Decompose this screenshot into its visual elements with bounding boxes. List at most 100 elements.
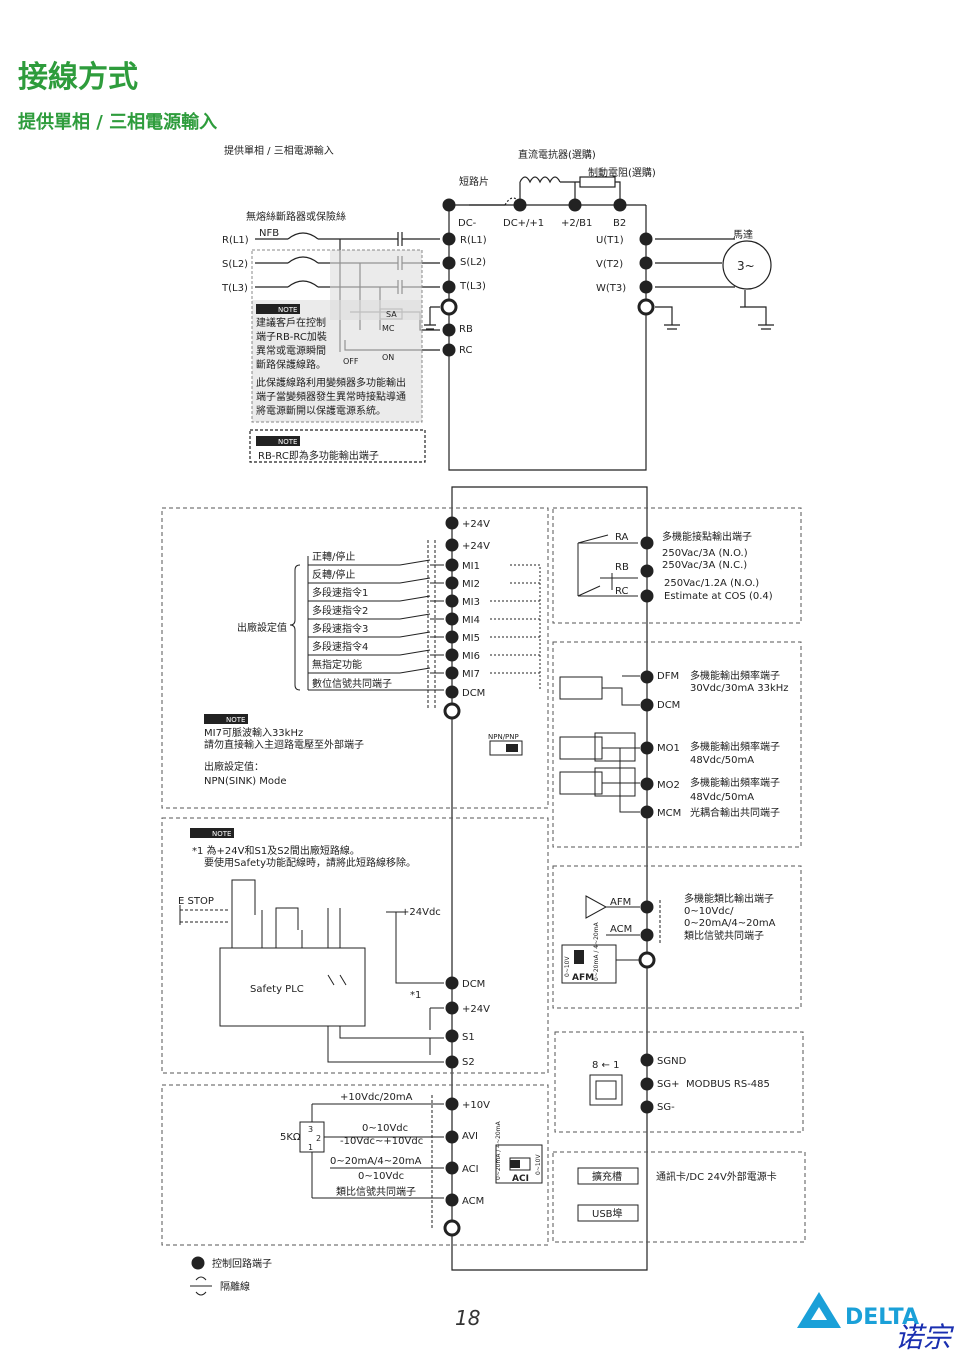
ain-term-aci: ACI (462, 1164, 479, 1175)
power-note-line-2: 端子RB-RC加裝 (256, 330, 327, 343)
factory-setting: 出廠設定值 (237, 621, 287, 634)
terminal-point (445, 576, 459, 590)
comm-sgn: SG- (657, 1102, 675, 1113)
terminal-point (445, 558, 459, 572)
func-1: 正轉/停止 (312, 550, 355, 563)
safety-note-1: *1 為+24V和S1及S2間出廠短路線。 (192, 844, 360, 857)
pulse-desc-2: 30Vdc/30mA 33kHz (690, 683, 789, 694)
func-3: 多段速指令1 (312, 586, 368, 599)
terminal-point (443, 702, 461, 720)
terminal-point (613, 198, 627, 212)
safety-term-s1: S1 (462, 1032, 475, 1043)
v24-label: +24Vdc (401, 907, 441, 918)
terminal-point (640, 741, 654, 755)
pot-label: 5KΩ (280, 1132, 301, 1143)
safety-term-dcm: DCM (462, 979, 485, 990)
term-rc: RC (459, 345, 472, 356)
pulse-desc-4: 48Vdc/50mA (690, 755, 754, 766)
nfb-label: NFB (259, 228, 279, 239)
terminal-point (640, 777, 654, 791)
terminal-point (513, 198, 527, 212)
relay-desc-4: 250Vac/1.2A (N.O.) (664, 578, 759, 589)
jumper-label: 短路片 (459, 175, 489, 188)
term-dc-minus: DC- (458, 218, 477, 229)
power-note2: RB-RC即為多功能輸出端子 (258, 449, 379, 462)
digital-term-dcm: DCM (462, 688, 485, 699)
relay-desc-1: 多機能接點輸出端子 (662, 530, 752, 543)
terminal-point (445, 1193, 459, 1207)
digital-term-mi7: MI7 (462, 669, 480, 680)
page-heading: 接線方式 (18, 60, 138, 95)
usb-port: USB埠 (592, 1207, 623, 1220)
terminal-point (640, 928, 654, 942)
terminal-point (445, 1001, 459, 1015)
ain-term-avi: AVI (462, 1131, 478, 1142)
func-6: 多段速指令4 (312, 640, 368, 653)
ain-term-10v: +10V (462, 1100, 490, 1111)
digital-note-2: 請勿直接輸入主迴路電壓至外部端子 (204, 738, 364, 751)
func-4: 多段速指令2 (312, 604, 368, 617)
input-r: R(L1) (222, 235, 249, 246)
afm-switch-right: 0~20mA / 4~20mA (593, 921, 600, 981)
afm-desc-1: 多機能類比輸出端子 (684, 892, 774, 905)
relay-rb: RB (615, 562, 629, 573)
legend-terminal: 控制回路端子 (212, 1257, 272, 1270)
terminal-point (640, 1077, 654, 1091)
short-mark: *1 (410, 990, 421, 1001)
terminal-point (445, 516, 459, 530)
afm-desc-4: 類比信號共同端子 (684, 929, 764, 942)
digital-term-mi1: MI1 (462, 561, 480, 572)
term-rb: RB (459, 324, 473, 335)
terminal-point (639, 232, 653, 246)
on-label: ON (382, 353, 394, 362)
digital-setting-1: 出廠設定值： (204, 760, 264, 773)
digital-term-mi3: MI3 (462, 597, 480, 608)
term-u: U(T1) (596, 235, 624, 246)
func-7: 無指定功能 (312, 658, 362, 671)
page-number: 18 (455, 1306, 481, 1330)
input-s: S(L2) (222, 259, 248, 270)
terminal-point (440, 298, 458, 316)
ain-label-3: -10Vdc~+10Vdc (340, 1136, 423, 1147)
terminal-point (640, 536, 654, 550)
afm-switch-name: AFM (572, 973, 594, 983)
power-note-line-4: 斷路保護線路。 (256, 358, 326, 371)
terminal-point (639, 256, 653, 270)
npn-pnp-label: NPN/PNP (488, 733, 519, 741)
afm-desc-2: 0~10Vdc/ (684, 906, 734, 917)
power-note-tag: NOTE (278, 306, 297, 314)
terminal-point (445, 1130, 459, 1144)
power-note-line-6: 端子當變頻器發生異常時接點導通 (256, 390, 406, 403)
terminal-point (442, 198, 456, 212)
terminal-point (445, 630, 459, 644)
terminal-point (640, 805, 654, 819)
delta-logo: DELTA (797, 1292, 919, 1330)
off-label: OFF (343, 357, 359, 366)
terminal-point (637, 298, 655, 316)
supply-label: 提供單相 / 三相電源輸入 (224, 144, 334, 157)
power-note2-tag: NOTE (278, 438, 297, 446)
digital-term-24v: +24V (462, 519, 490, 530)
terminal-point (445, 976, 459, 990)
ain-label-1: +10Vdc/20mA (340, 1092, 413, 1103)
pot-pin-1: 1 (308, 1143, 313, 1152)
ain-label-6: 類比信號共同端子 (336, 1185, 416, 1198)
terminal-point (445, 648, 459, 662)
dc-reactor-label: 直流電抗器(選購) (518, 148, 596, 161)
ain-label-5: 0~10Vdc (358, 1171, 404, 1182)
comm-sgnd: SGND (657, 1056, 687, 1067)
comm-sgp: SG+ (657, 1079, 679, 1090)
terminal-point (445, 594, 459, 608)
terminal-point (442, 343, 456, 357)
relay-desc-2: 250Vac/3A (N.O.) (662, 548, 748, 559)
motor-label: 馬達 (733, 229, 753, 241)
pulse-desc-1: 多機能輸出頻率端子 (690, 669, 780, 682)
pulse-desc-7: 光耦合輸出共同端子 (690, 806, 780, 819)
safety-note-2: 要使用Safety功能配線時，請將此短路線移除。 (204, 856, 416, 869)
terminal-point (445, 612, 459, 626)
func-8: 數位信號共同端子 (312, 677, 392, 690)
terminal-point (640, 698, 654, 712)
corner-stamp: 诺宗 (895, 1321, 952, 1354)
terminal-point (445, 1161, 459, 1175)
terminal-point (640, 1053, 654, 1067)
